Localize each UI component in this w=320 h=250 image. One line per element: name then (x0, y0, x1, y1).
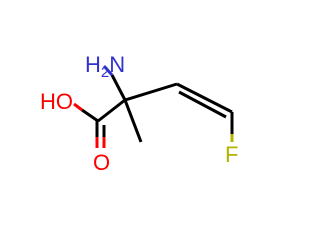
bond-n-calpha (110, 74, 127, 101)
carbonyl-oxygen-label: O (93, 150, 110, 175)
bond-ccarboxyl-oh-red (73, 102, 83, 112)
bond-calpha-methyl (123, 99, 143, 143)
atom-label-layer: H2N HO O F (40, 52, 238, 175)
bond-calpha-vinyl (124, 82, 178, 102)
hydroxyl-label: HO (40, 89, 73, 114)
bond-ccarboxyl-oh-black (81, 108, 99, 123)
bond-n-calpha-color (102, 65, 114, 76)
fluorine-label: F (225, 142, 238, 167)
bond-vinyl-double-outer (176, 82, 233, 114)
bond-layer (73, 65, 234, 148)
structure-diagram: H2N HO O F (40, 52, 238, 175)
amino-label-h: H (85, 52, 101, 77)
amino-label: H2N (85, 52, 125, 81)
amino-label-subscript: 2 (101, 64, 109, 81)
bond-vinyl-double-inner (178, 90, 227, 119)
amino-label-n: N (109, 52, 125, 77)
bond-calpha-ccarboxyl (97, 98, 126, 123)
